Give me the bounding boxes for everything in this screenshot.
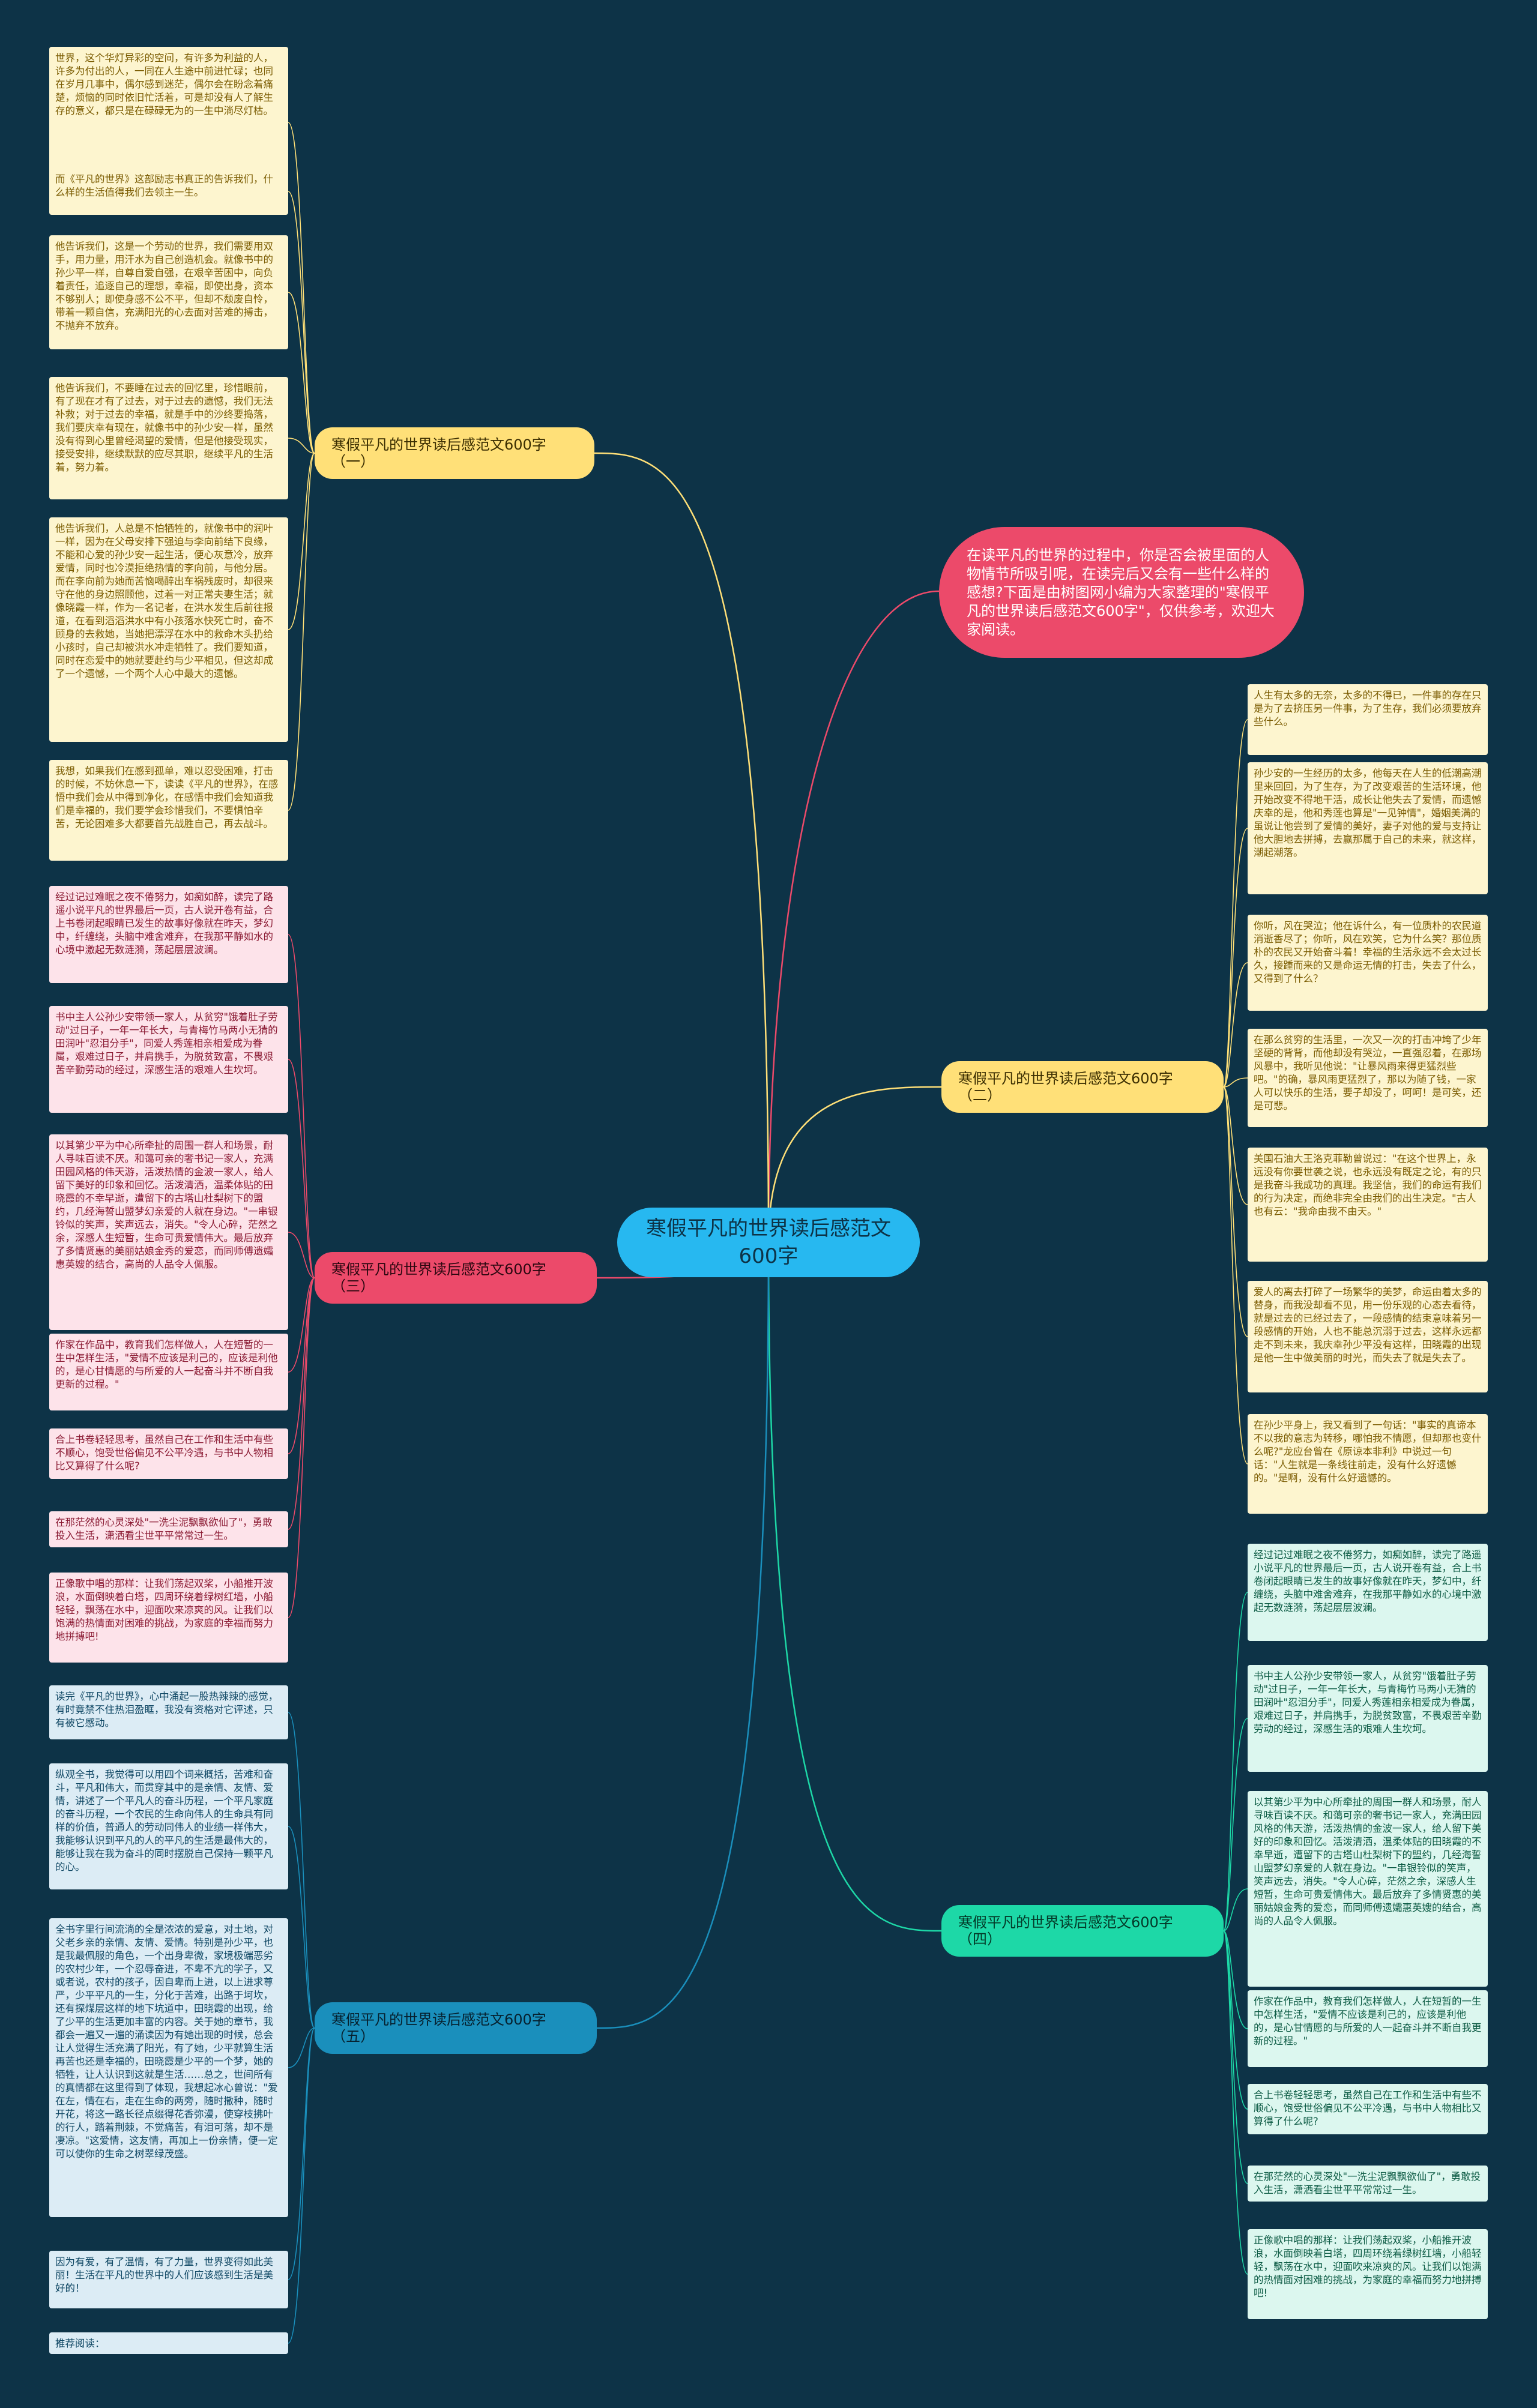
leaf-text[interactable]: 在那么贫穷的生活里，一次又一次的打击冲垮了少年坚硬的背背，而他却没有哭泣，一直强… bbox=[1248, 1029, 1488, 1127]
connector-line bbox=[288, 1277, 315, 1454]
connector-line bbox=[288, 292, 315, 454]
connector-line bbox=[288, 191, 315, 454]
connector-line bbox=[1223, 1086, 1248, 1464]
connector-line bbox=[1223, 1592, 1248, 1931]
connector-line bbox=[767, 1086, 942, 1243]
leaf-text[interactable]: 在那茫然的心灵深处"一洗尘泥飘飘欲仙了"，勇敢投入生活，潇洒看尘世平平常常过一生… bbox=[49, 1511, 288, 1547]
connector-line bbox=[1223, 828, 1248, 1088]
connector-line bbox=[1223, 1086, 1248, 1205]
connector-line bbox=[288, 2027, 315, 2344]
connector-line bbox=[1223, 1930, 1248, 2184]
leaf-text[interactable]: 纵观全书，我觉得可以用四个词来概括，苦难和奋斗，平凡和伟大，而贯穿其中的是亲情、… bbox=[49, 1763, 288, 1889]
leaf-text[interactable]: 书中主人公孙少安带领一家人，从贫穷"饿着肚子劳动"过日子，一年一年长大，与青梅竹… bbox=[49, 1006, 288, 1113]
connector-line bbox=[288, 1277, 315, 1618]
leaf-text[interactable]: 以其第少平为中心所牵扯的周围一群人和场景，耐人寻味百读不厌。和蔼可亲的奢书记一家… bbox=[49, 1134, 288, 1330]
leaf-text[interactable]: 合上书卷轻轻思考，虽然自己在工作和生活中有些不顺心，饱受世俗偏见不公平冷遇，与书… bbox=[1248, 2084, 1488, 2134]
connector-line bbox=[288, 453, 315, 811]
leaf-text[interactable]: 爱人的离去打碎了一场繁华的美梦，命运由着太多的替身，而我没却看不见，用一份乐观的… bbox=[1248, 1281, 1488, 1392]
leaf-text[interactable]: 合上书卷轻轻思考，虽然自己在工作和生活中有些不顺心，饱受世俗偏见不公平冷遇，与书… bbox=[49, 1428, 288, 1479]
connector-line bbox=[288, 1232, 315, 1278]
leaf-text[interactable]: 正像歌中唱的那样：让我们荡起双桨，小船推开波浪，水面倒映着白塔，四周环绕着绿树红… bbox=[49, 1573, 288, 1663]
connector-line bbox=[1223, 1718, 1248, 1931]
leaf-text[interactable]: 正像歌中唱的那样：让我们荡起双桨，小船推开波浪，水面倒映着白塔，四周环绕着绿树红… bbox=[1248, 2229, 1488, 2319]
connector-line bbox=[596, 1242, 770, 2029]
leaf-text[interactable]: 我想，如果我们在感到孤单，难以忍受困难，打击的时候，不妨休息一下，读读《平凡的世… bbox=[49, 760, 288, 861]
leaf-text[interactable]: 他告诉我们，这是一个劳动的世界，我们需要用双手，用力量，用汗水为自己创造机会。就… bbox=[49, 235, 288, 349]
leaf-text[interactable]: 推荐阅读： bbox=[49, 2332, 288, 2354]
leaf-text[interactable]: 在孙少平身上，我又看到了一句话："事实的真谛本不以我的意志为转移，哪怕我不情愿，… bbox=[1248, 1414, 1488, 1514]
connector-line bbox=[288, 1277, 315, 1373]
connector-line bbox=[1223, 962, 1248, 1088]
leaf-text[interactable]: 因为有爱，有了温情，有了力量，世界变得如此美丽！生活在平凡的世界中的人们应该感到… bbox=[49, 2251, 288, 2308]
leaf-text[interactable]: 读完《平凡的世界》，心中涌起一股热辣辣的感觉，有时竟禁不住热泪盈眶，我没有资格对… bbox=[49, 1685, 288, 1739]
leaf-text[interactable]: 经过记过难眠之夜不倦努力，如痴如醉，读完了路遥小说平凡的世界最后一页，古人说开卷… bbox=[49, 886, 288, 983]
leaf-text[interactable]: 而《平凡的世界》这部励志书真正的告诉我们，什么样的生活值得我们去领主一生。 bbox=[49, 168, 288, 215]
connector-line bbox=[288, 1277, 315, 1530]
leaf-text[interactable]: 作家在作品中，教育我们怎样做人，人在短暂的一生中怎样生活，"爱情不应该是利己的，… bbox=[1248, 1990, 1488, 2067]
connector-line bbox=[288, 1059, 315, 1278]
connector-line bbox=[1223, 1086, 1248, 1337]
leaf-text[interactable]: 作家在作品中，教育我们怎样做人，人在短暂的一生中怎样生活，"爱情不应该是利己的，… bbox=[49, 1334, 288, 1410]
connector-line bbox=[288, 934, 315, 1278]
leaf-text[interactable]: 在那茫然的心灵深处"一洗尘泥飘飘欲仙了"，勇敢投入生活，潇洒看尘世平平常常过一生… bbox=[1248, 2166, 1488, 2202]
connector-line bbox=[1223, 1930, 1248, 2029]
connector-line bbox=[288, 1712, 315, 2029]
leaf-text[interactable]: 美国石油大王洛克菲勒曾说过："在这个世界上，永远没有你要世袭之说，也永远没有既定… bbox=[1248, 1148, 1488, 1262]
leaf-text[interactable]: 人生有太多的无奈，太多的不得已，一件事的存在只是为了去挤压另一件事，为了生存，我… bbox=[1248, 684, 1488, 755]
branch-topic-3[interactable]: 寒假平凡的世界读后感范文600字（三） bbox=[315, 1252, 597, 1304]
connector-line bbox=[288, 438, 315, 454]
branch-topic-2[interactable]: 寒假平凡的世界读后感范文600字（二） bbox=[941, 1061, 1224, 1113]
connector-line bbox=[288, 453, 315, 630]
center-topic[interactable]: 寒假平凡的世界读后感范文600字 bbox=[617, 1208, 920, 1277]
intro-node[interactable]: 在读平凡的世界的过程中，你是否会被里面的人物情节所吸引呢，在读完后又会有一些什么… bbox=[939, 527, 1304, 658]
leaf-text[interactable]: 书中主人公孙少安带领一家人，从贫穷"饿着肚子劳动"过日子，一年一年长大，与青梅竹… bbox=[1248, 1665, 1488, 1772]
branch-topic-4[interactable]: 寒假平凡的世界读后感范文600字（四） bbox=[941, 1905, 1224, 1957]
connector-line bbox=[1223, 719, 1248, 1088]
connector-line bbox=[594, 452, 770, 1243]
leaf-text[interactable]: 全书字里行间流淌的全是浓浓的爱意，对土地，对父老乡亲的亲情、友情、爱情。特别是孙… bbox=[49, 1918, 288, 2217]
leaf-text[interactable]: 他告诉我们，人总是不怕牺牲的，就像书中的润叶一样，因为在父母安排下强迫与李向前结… bbox=[49, 517, 288, 742]
leaf-text[interactable]: 孙少安的一生经历的太多，他每天在人生的低潮高潮里来回回，为了生存，为了改变艰苦的… bbox=[1248, 762, 1488, 894]
connector-line bbox=[288, 1826, 315, 2029]
leaf-text[interactable]: 以其第少平为中心所牵扯的周围一群人和场景，耐人寻味百读不厌。和蔼可亲的奢书记一家… bbox=[1248, 1791, 1488, 1987]
connector-line bbox=[767, 1242, 942, 1932]
branch-topic-5[interactable]: 寒假平凡的世界读后感范文600字（五） bbox=[315, 2002, 597, 2054]
leaf-text[interactable]: 经过记过难眠之夜不倦努力，如痴如醉，读完了路遥小说平凡的世界最后一页，古人说开卷… bbox=[1248, 1544, 1488, 1641]
leaf-text[interactable]: 他告诉我们，不要睡在过去的回忆里，珍惜眼前，有了现在才有了过去，对于过去的遗憾，… bbox=[49, 377, 288, 499]
connector-line bbox=[767, 590, 940, 1243]
leaf-text[interactable]: 你听，风在哭泣；他在诉什么，有一位质朴的农民道消逝香尽了；你听，风在欢笑，它为什… bbox=[1248, 915, 1488, 1011]
connector-line bbox=[1223, 1077, 1248, 1088]
connector-line bbox=[1223, 1888, 1248, 1931]
branch-topic-1[interactable]: 寒假平凡的世界读后感范文600字（一） bbox=[315, 427, 594, 479]
connector-line bbox=[288, 122, 315, 454]
connector-line bbox=[288, 2027, 315, 2280]
connector-line bbox=[288, 2027, 315, 2068]
connector-line bbox=[1223, 1930, 1248, 2275]
